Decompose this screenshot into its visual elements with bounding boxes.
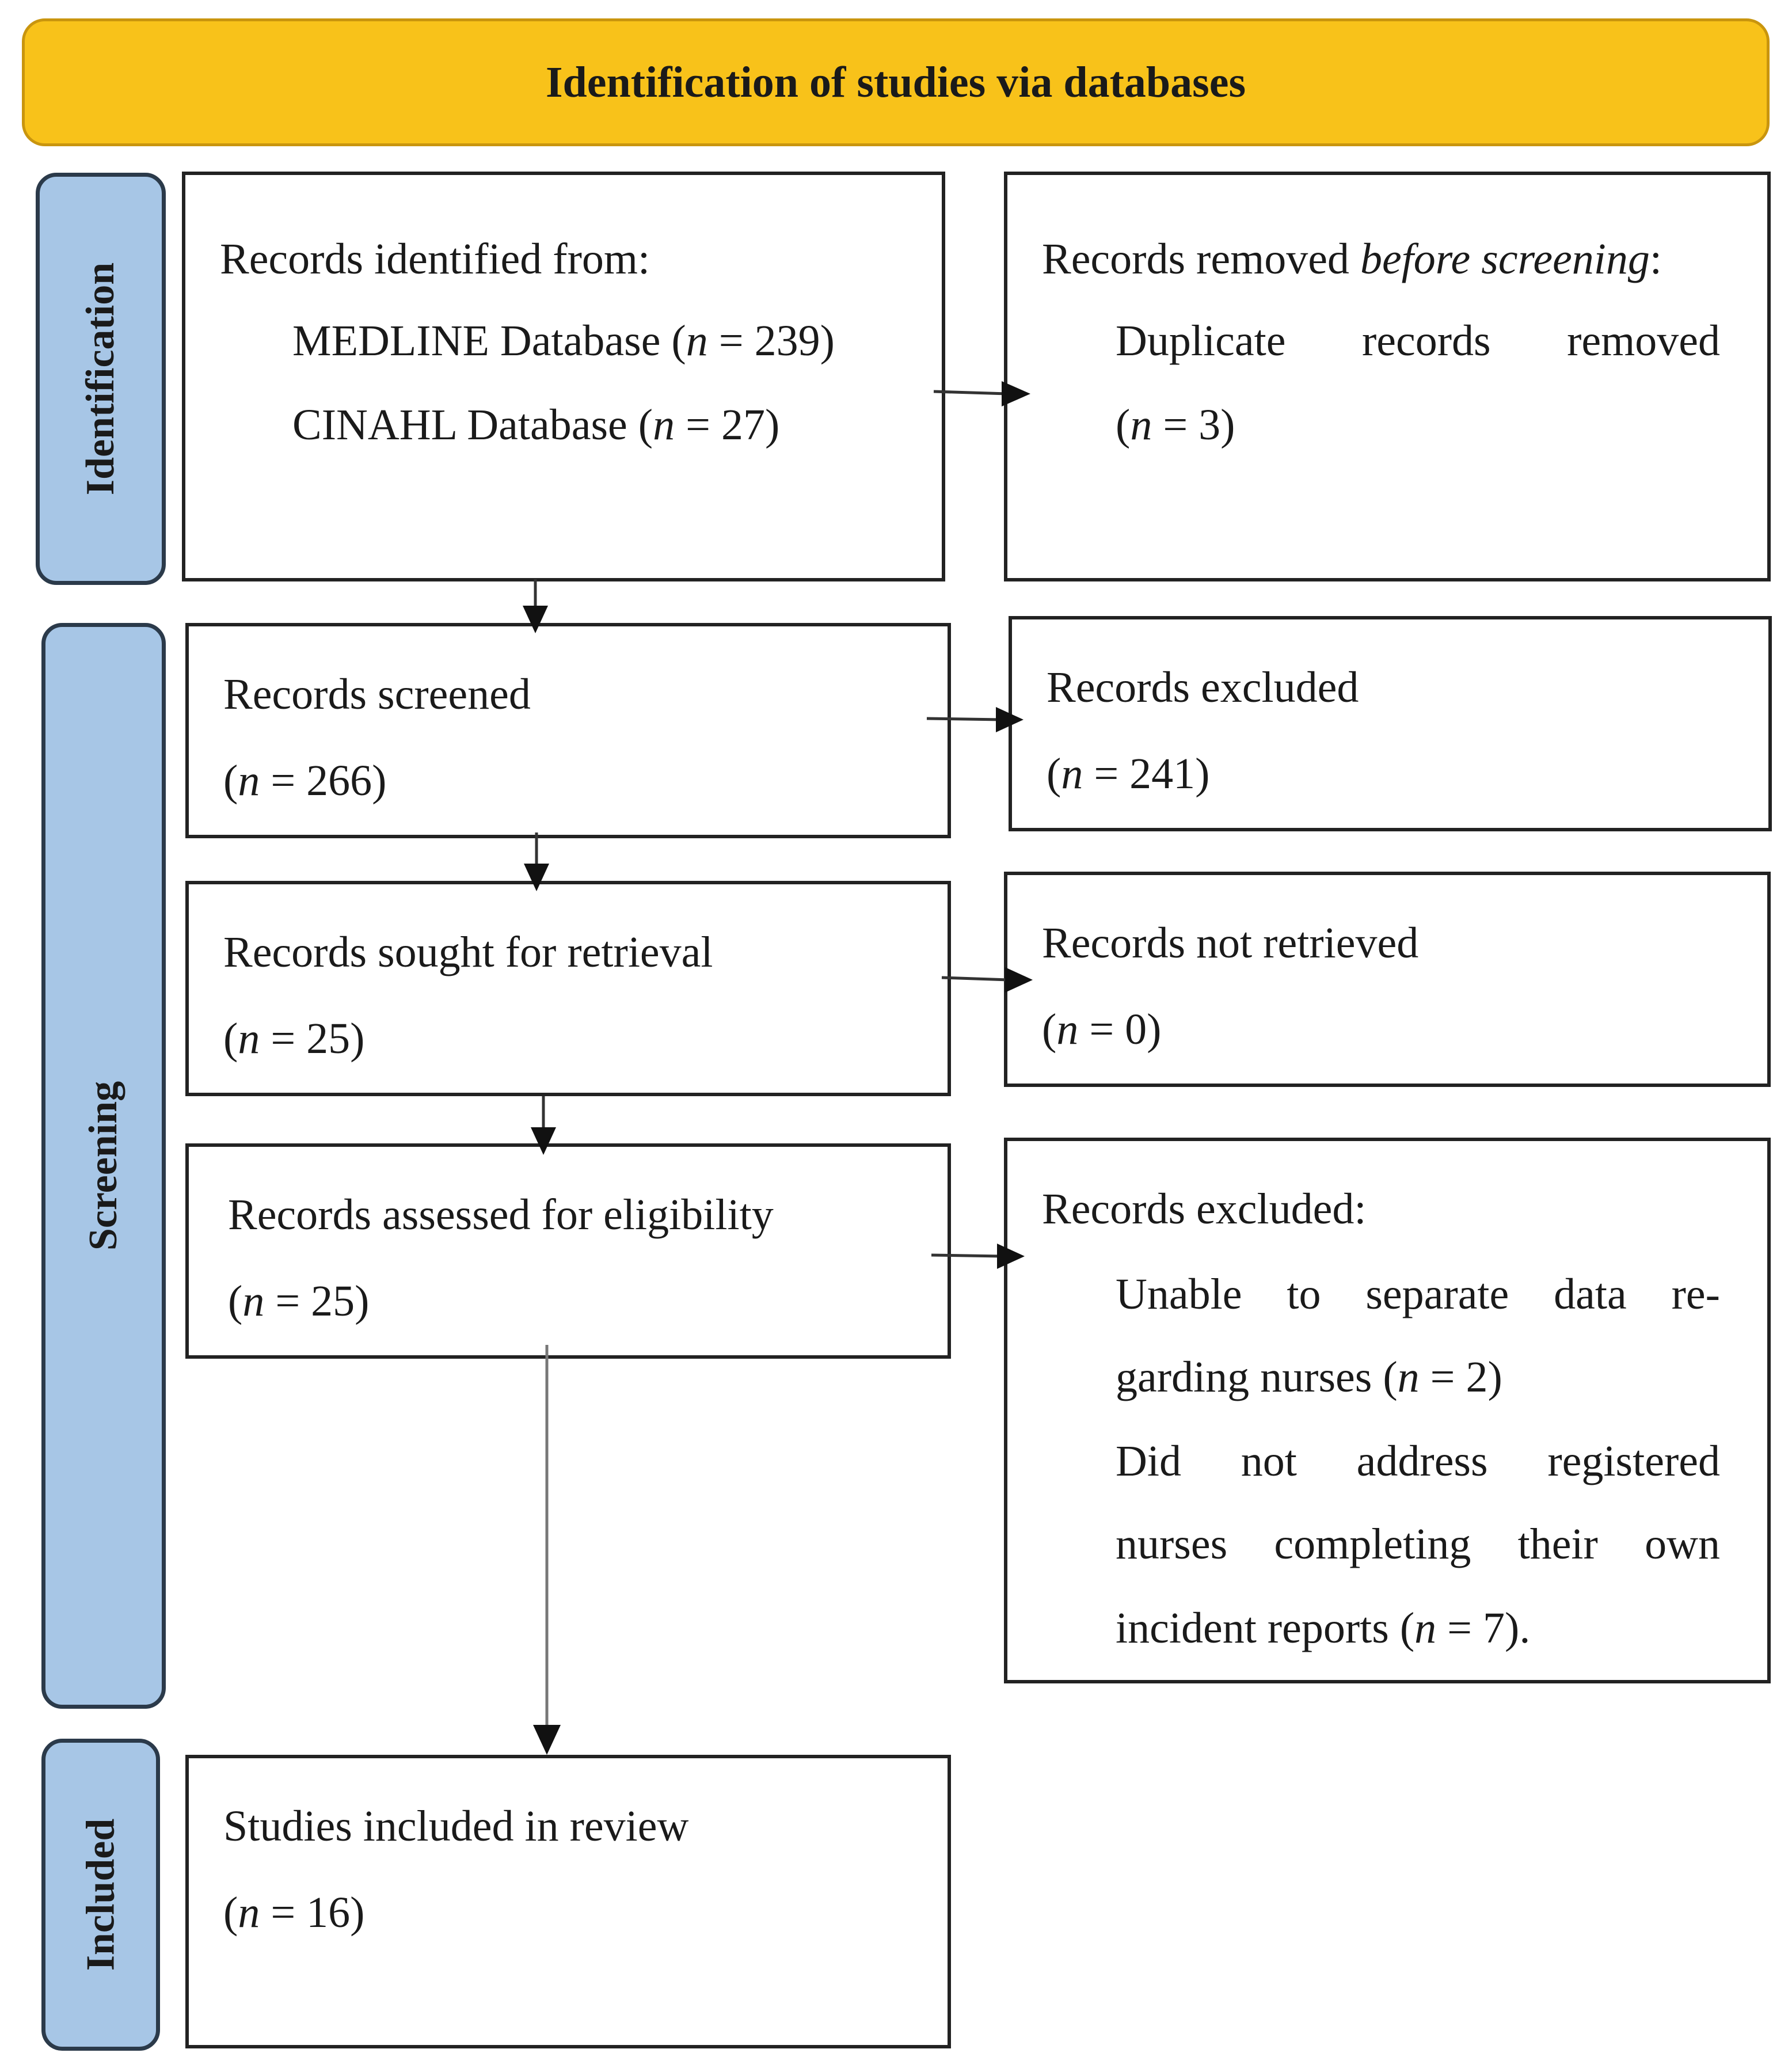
studies-included-box: Studies included in review (n = 16) <box>185 1755 951 2048</box>
records-excluded-count: (n = 241) <box>1047 750 1210 798</box>
records-identified-box: Records identified from: MEDLINE Databas… <box>182 172 945 581</box>
records-excluded-reasons-title: Records excluded: <box>1042 1185 1367 1233</box>
studies-included-title: Studies included in review <box>223 1802 689 1850</box>
records-sought-box: Records sought for retrieval (n = 25) <box>185 881 951 1096</box>
records-sought-title: Records sought for retrieval <box>223 928 713 976</box>
records-assessed-title: Records assessed for eligibility <box>228 1191 774 1239</box>
exclusion-reason-2-line3: incident reports (n = 7). <box>1116 1604 1531 1652</box>
phase-included: Included <box>41 1739 160 2051</box>
records-sought-count: (n = 25) <box>223 1014 365 1063</box>
arrow-screened-to-excluded <box>926 717 1002 721</box>
records-excluded-title: Records excluded <box>1047 663 1359 712</box>
records-screened-title: Records screened <box>223 670 531 719</box>
arrowhead-sought-to-not-retrieved <box>1005 967 1033 993</box>
arrow-identified-to-removed <box>933 390 1008 396</box>
duplicate-records-count: (n = 3) <box>1116 401 1235 449</box>
records-assessed-box: Records assessed for eligibility (n = 25… <box>185 1143 951 1359</box>
phase-screening: Screening <box>41 623 166 1709</box>
records-assessed-count: (n = 25) <box>228 1277 370 1325</box>
arrowhead-assessed-to-excluded-reasons <box>997 1244 1025 1269</box>
records-not-retrieved-box: Records not retrieved (n = 0) <box>1004 872 1771 1087</box>
records-screened-count: (n = 266) <box>223 757 387 805</box>
studies-included-count: (n = 16) <box>223 1888 365 1937</box>
arrow-assessed-to-excluded-reasons <box>931 1253 1002 1258</box>
arrowhead-identified-to-screened <box>523 606 548 633</box>
records-screened-box: Records screened (n = 266) <box>185 623 951 838</box>
records-removed-box: Records removed before screening: Duplic… <box>1004 172 1771 581</box>
cinahl-count: CINAHL Database (n = 27) <box>292 401 780 449</box>
exclusion-reason-1-line2: garding nurses (n = 2) <box>1116 1353 1502 1401</box>
header-title: Identification of studies via databases <box>545 58 1246 107</box>
records-removed-title: Records removed before screening: <box>1042 235 1662 283</box>
arrowhead-assessed-to-included <box>533 1725 561 1755</box>
records-identified-title: Records identified from: <box>220 235 650 283</box>
medline-count: MEDLINE Database (n = 239) <box>292 317 835 365</box>
header-banner: Identification of studies via databases <box>22 18 1770 146</box>
arrowhead-sought-to-assessed <box>531 1127 556 1155</box>
records-not-retrieved-count: (n = 0) <box>1042 1005 1162 1054</box>
phase-identification: Identification <box>36 173 166 585</box>
arrowhead-screened-to-excluded <box>996 707 1024 732</box>
arrowhead-screened-to-sought <box>524 864 549 891</box>
records-excluded-box: Records excluded (n = 241) <box>1009 616 1772 831</box>
records-not-retrieved-title: Records not retrieved <box>1042 919 1419 967</box>
arrowhead-identified-to-removed <box>1002 381 1030 406</box>
arrow-sought-to-not-retrieved <box>941 976 1009 982</box>
